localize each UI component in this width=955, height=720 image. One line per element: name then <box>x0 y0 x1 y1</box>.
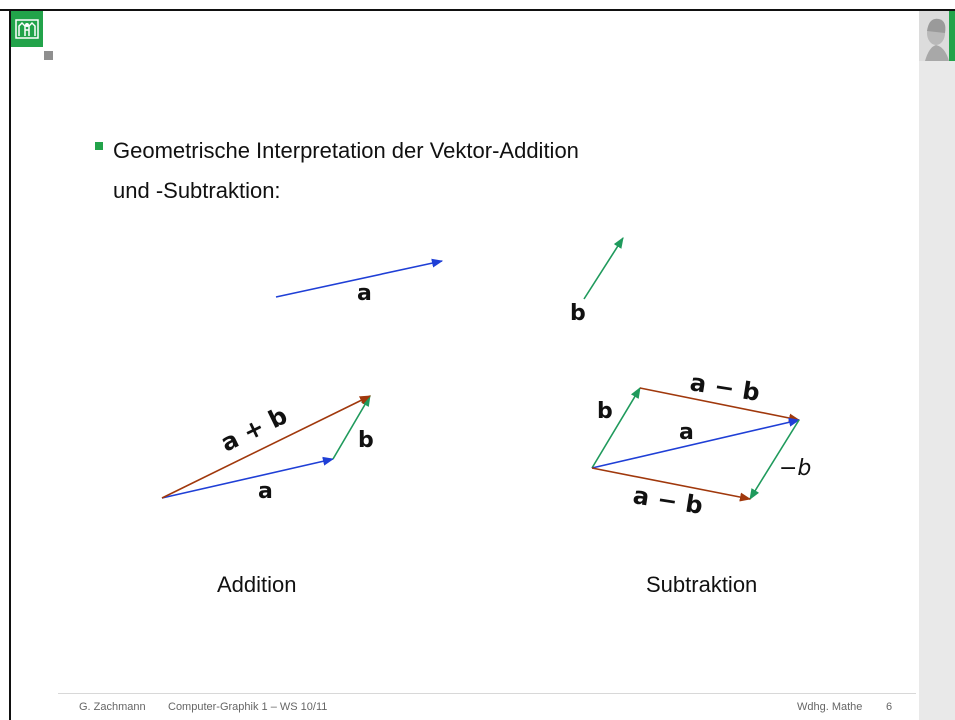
university-seal-icon <box>11 11 43 47</box>
subtraction-bottom-diff-arrow <box>591 467 752 502</box>
subtraction-b-arrow <box>591 387 641 469</box>
subtraction-neg-b-label: −b <box>779 456 811 481</box>
left-rule <box>9 9 11 720</box>
addition-b-label: b <box>358 428 374 453</box>
footer-course: Computer-Graphik 1 – WS 10/11 <box>168 701 328 713</box>
addition-a-label: a <box>258 479 273 504</box>
logo-square-marker <box>44 51 53 60</box>
addition-diagram: a + b b a <box>161 395 374 504</box>
top-rule <box>0 9 955 11</box>
subtraction-a-label: a <box>679 420 694 445</box>
subtraction-top-diff-label: a − b <box>688 368 762 407</box>
caption-subtraktion: Subtraktion <box>646 572 758 597</box>
subtraction-diagram: a − b b a −b a − b <box>591 368 811 520</box>
bullet-text: Geometrische Interpretation der Vektor-A… <box>113 131 579 211</box>
footer-page-number: 6 <box>886 701 893 713</box>
footer-section: Wdhg. Mathe <box>797 701 863 713</box>
vector-b-arrow <box>583 237 624 300</box>
subtraction-a-arrow <box>591 417 801 469</box>
vector-a-arrow <box>275 258 444 298</box>
addition-a-arrow <box>161 456 335 499</box>
vector-a-label: a <box>357 281 372 306</box>
addition-b-arrow <box>332 395 371 460</box>
bullet-marker <box>95 142 103 150</box>
subtraction-neg-b-arrow <box>749 419 800 500</box>
bullet-line-2: und -Subtraktion: <box>113 178 281 203</box>
addition-sum-arrow <box>161 395 372 499</box>
footer-author: G. Zachmann <box>79 701 146 713</box>
portrait-icon <box>919 11 955 61</box>
subtraction-bottom-diff-label: a − b <box>631 481 705 520</box>
bullet-line-1: Geometrische Interpretation der Vektor-A… <box>113 138 579 163</box>
vector-b-label: b <box>570 301 586 326</box>
footer-rule <box>58 693 916 694</box>
addition-sum-label: a + b <box>216 401 291 457</box>
subtraction-b-label: b <box>597 399 613 424</box>
standalone-vectors: a b <box>275 237 624 326</box>
caption-addition: Addition <box>217 572 297 597</box>
subtraction-top-diff-arrow <box>639 387 801 423</box>
right-side-panel <box>919 11 955 720</box>
